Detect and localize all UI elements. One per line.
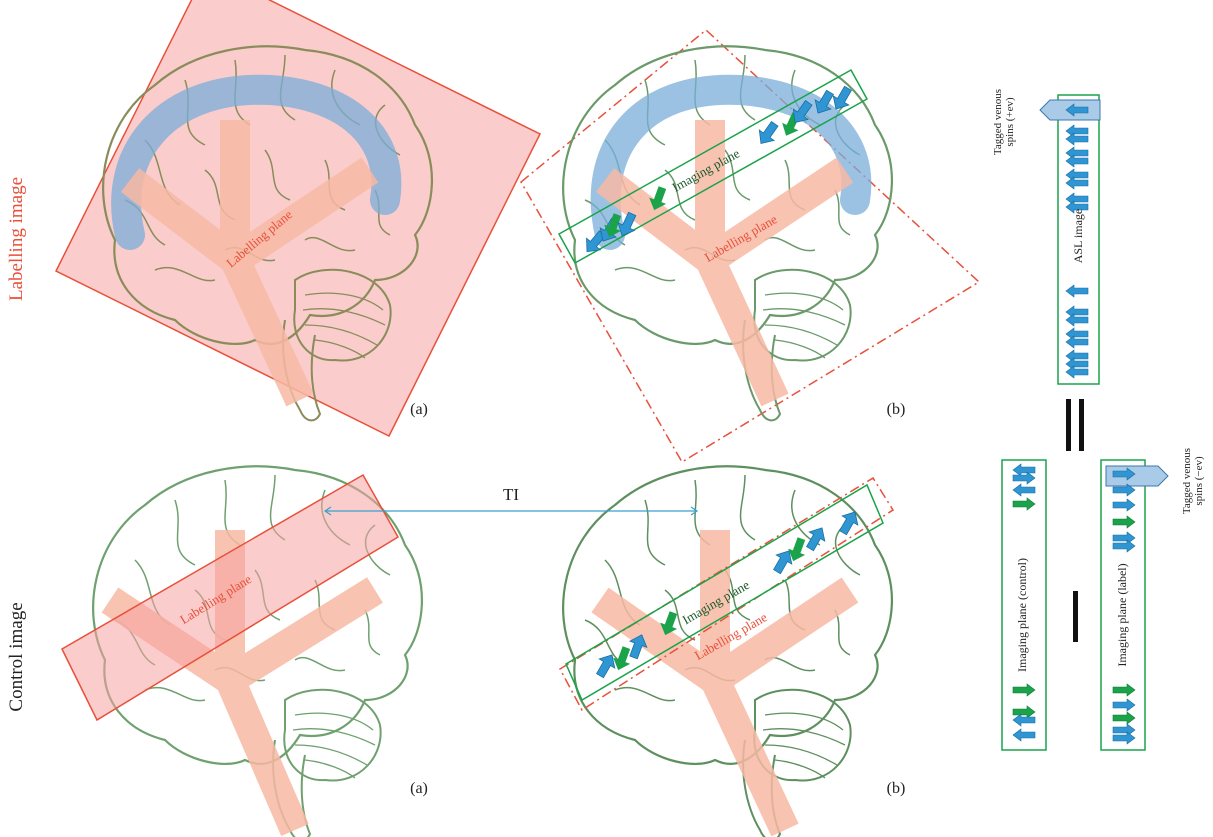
blue-arrow xyxy=(1112,531,1136,545)
green-arrow xyxy=(649,186,667,211)
blue-arrow xyxy=(1065,200,1089,214)
asl-arrows xyxy=(1065,103,1089,379)
ti-interval: TI xyxy=(323,485,699,516)
blue-arrow xyxy=(1065,132,1089,146)
blue-arrow xyxy=(772,550,793,575)
blue-arrow xyxy=(1065,154,1089,168)
blue-arrow xyxy=(1112,723,1136,737)
tagged-pos-line1: Tagged venous xyxy=(992,89,1004,155)
blue-arrow xyxy=(1065,124,1089,138)
blue-arrow xyxy=(1112,731,1136,745)
blue-arrow xyxy=(1065,349,1089,363)
imaging-plane xyxy=(557,68,869,265)
labelling-plane xyxy=(61,473,400,722)
panel-bottom-b: Imaging plane Labelling plane (b) xyxy=(559,465,906,837)
label-box xyxy=(1100,459,1146,751)
caption-top-a: (a) xyxy=(410,401,428,418)
blue-arrow xyxy=(792,99,813,123)
label-arrows xyxy=(1112,467,1136,745)
blue-arrow xyxy=(1065,365,1089,379)
green-arrow xyxy=(1112,711,1136,725)
control-arrows xyxy=(1012,463,1036,742)
blue-arrow xyxy=(1112,483,1136,497)
green-arrow xyxy=(788,537,806,562)
tagged-neg-line1: Tagged venous xyxy=(1181,448,1193,514)
blue-arrow xyxy=(1012,463,1036,477)
tagged-pos-line2: spins (+ev) xyxy=(1004,97,1016,147)
caption-top-b: (b) xyxy=(887,401,906,418)
ti-label: TI xyxy=(503,485,519,504)
pink-vessel xyxy=(120,120,379,407)
green-arrow xyxy=(1112,515,1136,529)
minus-bar xyxy=(1073,591,1078,642)
tagged-neg-line2: spins (−ev) xyxy=(1193,456,1205,506)
blue-arrow xyxy=(1065,192,1089,206)
pink-vessel xyxy=(591,530,859,837)
blue-arrow xyxy=(1065,146,1089,160)
blue-vessel xyxy=(111,74,402,250)
equals-bar xyxy=(1066,399,1071,451)
blue-arrow xyxy=(1065,327,1089,341)
pink-vessel xyxy=(595,120,854,407)
blue-arrow xyxy=(1065,103,1089,117)
imaging-plane xyxy=(565,483,884,702)
blue-arrow xyxy=(758,120,779,144)
blue-arrow xyxy=(832,85,853,110)
green-arrow xyxy=(660,611,678,636)
green-arrow xyxy=(613,646,631,671)
labelling-plane-dashed xyxy=(559,476,895,712)
blue-arrow xyxy=(586,230,607,253)
blue-arrow xyxy=(1065,168,1089,182)
panel-top-a: Labelling plane (a) xyxy=(54,0,542,438)
blue-arrow xyxy=(838,511,859,536)
asl-image-box xyxy=(1057,94,1100,385)
caption-bottom-a: (a) xyxy=(410,780,428,797)
green-arrow xyxy=(1012,497,1036,511)
blue-arrow xyxy=(1065,313,1089,327)
row-label-labelling: Labelling image xyxy=(6,177,27,301)
blue-arrow xyxy=(1065,176,1089,190)
blue-arrow xyxy=(1065,357,1089,371)
green-arrow xyxy=(1112,683,1136,697)
caption-bottom-b: (b) xyxy=(887,780,906,797)
blue-arrow xyxy=(814,89,835,114)
blue-arrow xyxy=(1012,713,1036,727)
green-arrow xyxy=(604,213,622,238)
blue-arrow xyxy=(1112,467,1136,481)
blue-arrow xyxy=(1112,698,1136,712)
green-arrow xyxy=(1012,705,1036,719)
blue-arrow xyxy=(617,211,637,237)
control-label: Imaging plane (control) xyxy=(1015,558,1029,672)
labelling-plane-dashed xyxy=(520,29,981,464)
control-box xyxy=(1001,459,1047,751)
blue-arrow xyxy=(1012,728,1036,742)
panel-bottom-a: Labelling plane (a) xyxy=(61,465,428,837)
blue-arrow xyxy=(1112,539,1136,553)
equals-bar xyxy=(1079,399,1084,451)
label-label: Imaging plane (label) xyxy=(1115,563,1129,666)
asl-schematic: ASL image Tagged venous spins (+ev) Imag… xyxy=(992,89,1205,751)
blue-arrow xyxy=(805,527,826,552)
blue-arrow xyxy=(1012,471,1036,485)
blue-arrow xyxy=(1065,305,1089,319)
asl-image-label: ASL image xyxy=(1071,209,1085,264)
blue-arrow xyxy=(628,634,648,660)
blue-arrow xyxy=(1112,498,1136,512)
green-arrow xyxy=(1012,683,1036,697)
blue-arrow xyxy=(1065,335,1089,349)
blue-arrow xyxy=(1012,483,1036,497)
blue-arrow xyxy=(595,654,616,679)
panel-top-b: Imaging plane Labelling plane (b) xyxy=(520,29,981,464)
blue-vessel xyxy=(590,74,872,250)
row-label-control: Control image xyxy=(6,602,27,711)
blue-arrow xyxy=(1065,284,1089,298)
